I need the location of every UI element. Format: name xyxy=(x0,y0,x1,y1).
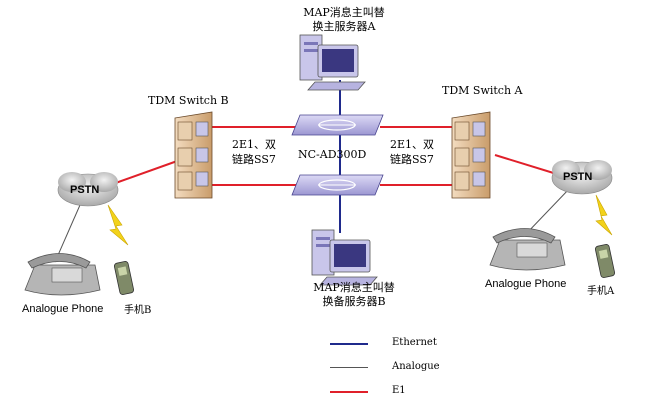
switch-a-label: TDM Switch A xyxy=(442,84,523,97)
server-b-label-line2: 换备服务器B xyxy=(322,295,386,308)
switch-b-label: TDM Switch B xyxy=(148,94,229,107)
pstn-left-cloud-icon xyxy=(57,172,119,207)
phone-left-label: Analogue Phone xyxy=(22,303,104,315)
pstn-right-cloud-icon xyxy=(551,160,613,195)
legend-label-ethernet: Ethernet xyxy=(392,337,437,348)
analogue-phone-right-icon xyxy=(489,228,566,271)
analogue-phone-left-icon xyxy=(24,253,101,296)
server-b-label-line1: MAP消息主叫替 xyxy=(313,281,395,294)
analogue-line-right xyxy=(524,187,571,236)
center-device-label: NC-AD300D xyxy=(298,148,367,161)
link-right-label-line2: 链路SS7 xyxy=(390,153,434,166)
e1-line-switch-a-pstn xyxy=(494,154,561,176)
link-left-label-line2: 链路SS7 xyxy=(232,153,276,166)
mobile-phone-b-icon xyxy=(113,261,135,295)
phone-right-label: Analogue Phone xyxy=(485,278,567,290)
link-right-label-line1: 2E1、双 xyxy=(390,138,435,151)
server-a-icon xyxy=(299,34,366,91)
legend-swatch-analogue xyxy=(330,367,368,368)
tdm-switch-a-icon xyxy=(451,111,491,199)
server-a-label-line1: MAP消息主叫替 xyxy=(303,6,385,19)
mobile-b-label: 手机B xyxy=(124,305,152,316)
analogue-line-left xyxy=(54,204,81,263)
tdm-switch-b-icon xyxy=(174,111,213,199)
nc-device-bottom-icon xyxy=(291,174,384,196)
e1-line-switch-b-pstn xyxy=(109,159,181,186)
server-b-icon xyxy=(311,229,378,286)
legend-label-e1: E1 xyxy=(392,385,406,396)
pstn-right-label: PSTN xyxy=(563,171,593,183)
mobile-phone-a-icon xyxy=(594,244,616,278)
server-a-label-line2: 换主服务器A xyxy=(312,20,376,33)
link-left-label-line1: 2E1、双 xyxy=(232,138,277,151)
pstn-left-label: PSTN xyxy=(70,184,100,196)
legend-label-analogue: Analogue xyxy=(392,361,440,372)
mobile-a-label: 手机A xyxy=(587,286,615,297)
legend-swatch-e1 xyxy=(330,391,368,393)
wireless-bolt-right-icon xyxy=(595,194,613,236)
wireless-bolt-left-icon xyxy=(107,204,129,246)
legend-swatch-ethernet xyxy=(330,343,368,345)
nc-device-top-icon xyxy=(291,114,384,136)
